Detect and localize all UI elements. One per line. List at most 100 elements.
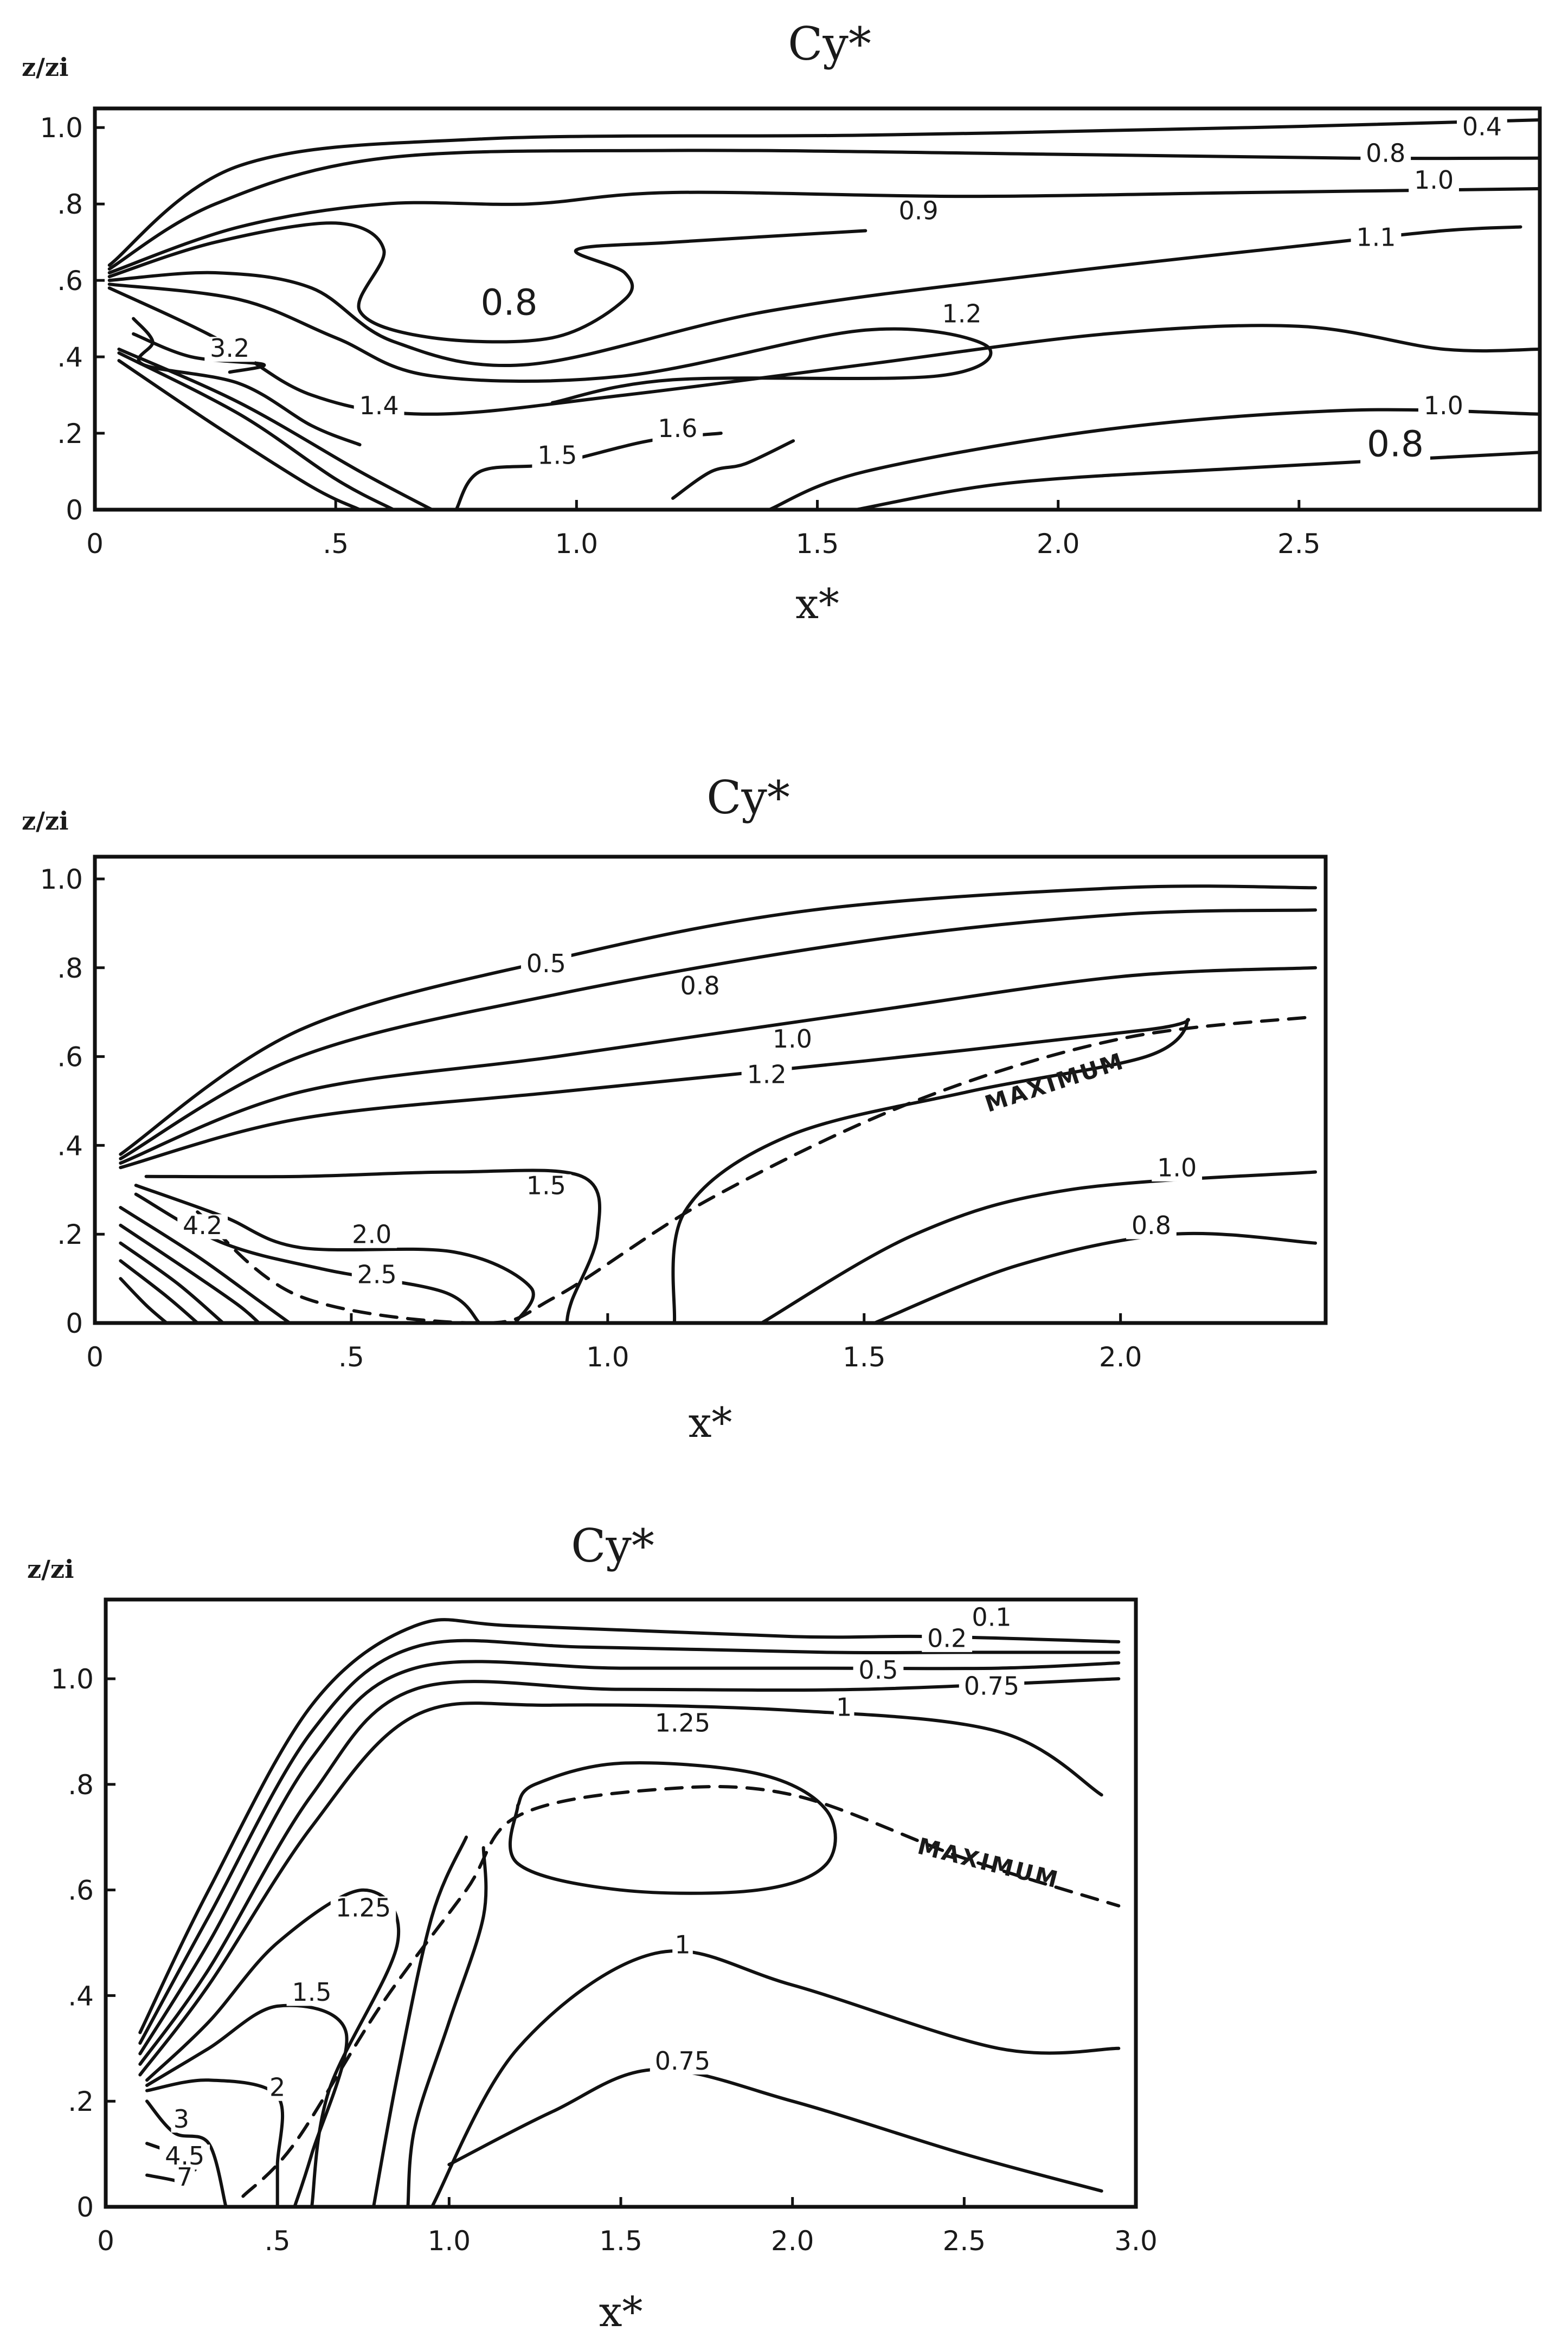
contour-label: 4.5 [165, 2141, 204, 2170]
maximum-line [241, 1785, 1121, 2198]
contour-label: 3.2 [210, 333, 249, 363]
contour-label: 1.2 [747, 1060, 786, 1089]
x-tick-label: 0 [97, 2225, 114, 2257]
contour-line [760, 1170, 1318, 1325]
contour-label: 2.5 [357, 1260, 397, 1289]
x-axis-label: x* [599, 2288, 643, 2336]
contour-label: 0.75 [964, 1671, 1019, 1700]
contour-label: 1.2 [942, 299, 981, 329]
contour-label: 0.8 [1366, 139, 1405, 168]
contour-label-backing [159, 2144, 210, 2170]
y-tick-label: .8 [57, 189, 83, 220]
y-tick-label: .2 [57, 418, 83, 449]
contour-label-backing [204, 337, 255, 362]
contour-label: 0.8 [1367, 423, 1424, 465]
y-tick-label: 1.0 [40, 864, 83, 895]
x-tick-label: 2.0 [771, 2225, 814, 2257]
x-tick-label: 1.5 [796, 528, 839, 560]
contour-label: 1.4 [359, 391, 399, 420]
contour-line [119, 908, 1318, 1160]
contour-line [854, 451, 1541, 511]
contour-label-backing [1409, 169, 1459, 194]
x-axis-label: x* [689, 1398, 732, 1447]
contour-line [447, 2067, 1103, 2193]
x-tick-label: 1.0 [586, 1341, 629, 1373]
contour-line [508, 1761, 837, 1895]
contour-label: 0.9 [898, 196, 938, 225]
contour-label: 2 [269, 2072, 285, 2102]
contour-label: 1.5 [537, 440, 577, 470]
contour-line [119, 1277, 169, 1325]
contour-label: 1 [836, 1692, 852, 1722]
contour-label-backing [286, 1981, 337, 2006]
contour-line [454, 432, 723, 511]
y-tick-label: .2 [57, 1219, 83, 1250]
y-axis-label: z/zi [22, 806, 69, 836]
contour-label: 7 [177, 2162, 192, 2192]
contour-label: 1.5 [526, 1171, 566, 1200]
chart-title: Cy* [706, 771, 790, 824]
contour-line [119, 1206, 292, 1325]
x-tick-label: 2.5 [1277, 528, 1321, 560]
contour-label-backing [177, 1214, 228, 1240]
contour-line [119, 884, 1318, 1156]
contour-line [145, 2099, 228, 2208]
x-tick-label: 1.0 [428, 2225, 471, 2257]
y-tick-label: .6 [57, 265, 83, 297]
contour-line [119, 1241, 225, 1325]
contour-label-backing [922, 1627, 973, 1652]
contour-label: 1.0 [1157, 1153, 1197, 1183]
contour-label: 0.8 [480, 282, 537, 324]
y-tick-label: .2 [68, 2086, 94, 2117]
contour-label: 0.75 [655, 2046, 710, 2076]
chart-title: Cy* [571, 1519, 654, 1572]
contour-label-backing [351, 1263, 402, 1288]
contour-label-backing [767, 1027, 818, 1053]
y-axis-label: z/zi [22, 53, 69, 82]
x-tick-label: .5 [338, 1341, 364, 1373]
contour-line [872, 1231, 1318, 1325]
contour-line [117, 351, 395, 511]
contour-line [145, 2003, 349, 2208]
contour-label-backing [652, 417, 703, 442]
contour-line [107, 221, 867, 344]
y-tick-label: .8 [68, 1769, 94, 1801]
x-tick-label: 2.0 [1037, 528, 1080, 560]
contour-label: 3 [173, 2104, 189, 2134]
y-tick-label: .4 [57, 342, 83, 373]
maximum-annotation: MAXIMUM [915, 1833, 1063, 1893]
y-tick-label: .6 [68, 1875, 94, 1906]
x-tick-label: 1.0 [555, 528, 599, 560]
contour-line [767, 408, 1541, 511]
contour-line [119, 1259, 200, 1325]
contour-label-backing [171, 2108, 192, 2133]
contour-label: 2.0 [352, 1220, 391, 1249]
maximum-line [196, 1014, 1318, 1325]
x-axis-label: x* [795, 580, 839, 628]
contour-line [117, 359, 362, 511]
contour-label: 1.0 [773, 1024, 812, 1054]
contour-line [107, 225, 1522, 368]
contour-line [107, 286, 1541, 416]
contour-label-backing [1418, 394, 1469, 420]
contour-line [144, 1168, 602, 1325]
contour-line [107, 187, 1541, 274]
contour-label-backing [1360, 427, 1430, 464]
maximum-annotation: MAXIMUM [981, 1047, 1128, 1117]
contour-label: 0.5 [526, 949, 566, 978]
contour-line [107, 118, 1541, 267]
contour-label: 1.0 [1424, 391, 1463, 420]
contour-line [119, 1018, 1191, 1325]
contour-label-backing [959, 1674, 1025, 1700]
contour-label: 1.6 [658, 414, 697, 443]
contour-label: 0.4 [1462, 112, 1502, 141]
contour-label-backing [853, 1659, 904, 1684]
contour-label: 0.8 [1132, 1211, 1171, 1240]
contour-line [671, 439, 795, 500]
contour-label-backing [966, 1606, 1017, 1631]
contour-label-backing [833, 1696, 854, 1721]
contour-line [138, 1660, 1121, 2056]
y-tick-label: .8 [57, 953, 83, 984]
